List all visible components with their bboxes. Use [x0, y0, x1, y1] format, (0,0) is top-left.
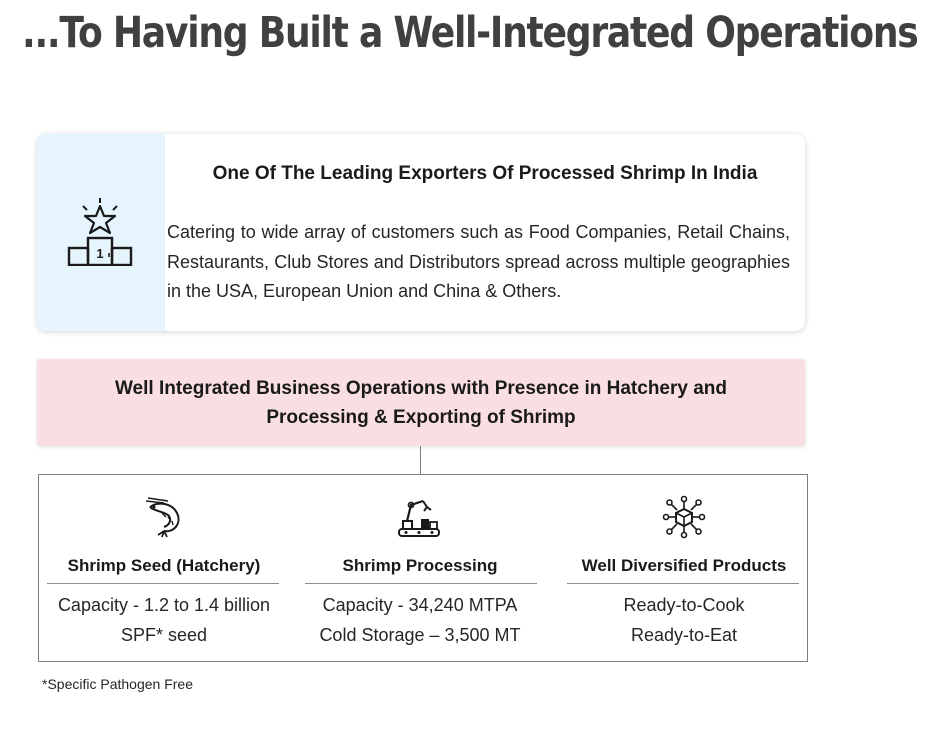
- shrimp-icon: [145, 497, 180, 538]
- integration-banner: Well Integrated Business Operations with…: [37, 359, 805, 446]
- column-processing: Shrimp Processing Capacity - 34,240 MTPA…: [297, 475, 543, 661]
- column-detail: SPF* seed: [120, 625, 208, 645]
- column-divider: [567, 583, 799, 584]
- card-icon-panel: 1: [37, 134, 165, 331]
- column-detail: Capacity - 34,240 MTPA: [322, 595, 518, 615]
- connector-line: [420, 446, 421, 474]
- column-title: Shrimp Seed (Hatchery): [67, 556, 261, 575]
- column-divider: [305, 583, 537, 584]
- column-title: Shrimp Processing: [342, 556, 498, 575]
- column-divider: [47, 583, 279, 584]
- card-heading: One Of The Leading Exporters Of Processe…: [212, 163, 758, 184]
- podium-label: 1: [96, 246, 103, 261]
- page-title: ...To Having Built a Well-Integrated Ope…: [22, 8, 919, 58]
- column-title: Well Diversified Products: [581, 556, 787, 575]
- footnote: *Specific Pathogen Free: [42, 676, 193, 692]
- column-detail: Ready-to-Eat: [630, 625, 738, 645]
- operations-box: Shrimp Seed (Hatchery) Capacity - 1.2 to…: [38, 474, 808, 662]
- column-detail: Capacity - 1.2 to 1.4 billion: [57, 595, 271, 615]
- column-products: Well Diversified Products Ready-to-Cook …: [559, 475, 809, 661]
- robotic-arm-icon: [398, 499, 440, 537]
- product-network-icon: [662, 495, 706, 539]
- column-detail: Ready-to-Cook: [623, 595, 745, 615]
- card-description: Catering to wide array of customers such…: [167, 222, 790, 301]
- banner-text: Well Integrated Business Operations with…: [114, 377, 728, 428]
- podium-star-icon: 1: [67, 198, 133, 266]
- column-detail: Cold Storage – 3,500 MT: [319, 625, 521, 645]
- exporter-card: 1 One Of The Leading Exporters Of Proces…: [37, 134, 805, 331]
- column-hatchery: Shrimp Seed (Hatchery) Capacity - 1.2 to…: [39, 475, 289, 661]
